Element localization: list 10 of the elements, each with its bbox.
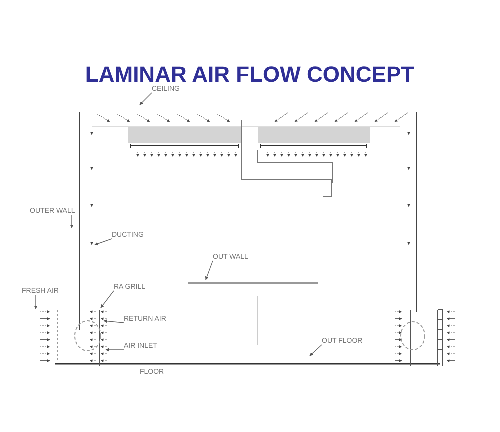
- leader-line: [104, 320, 124, 324]
- leader-line: [205, 260, 214, 280]
- leader-line: [140, 92, 152, 106]
- leader-line: [94, 238, 112, 246]
- leader-line: [100, 290, 114, 308]
- leader-line: [106, 348, 124, 352]
- leader-line: [34, 294, 38, 310]
- leader-line: [310, 344, 322, 356]
- leader-line: [70, 214, 74, 228]
- diagram-title: LAMINAR AIR FLOW CONCEPT: [84, 62, 416, 87]
